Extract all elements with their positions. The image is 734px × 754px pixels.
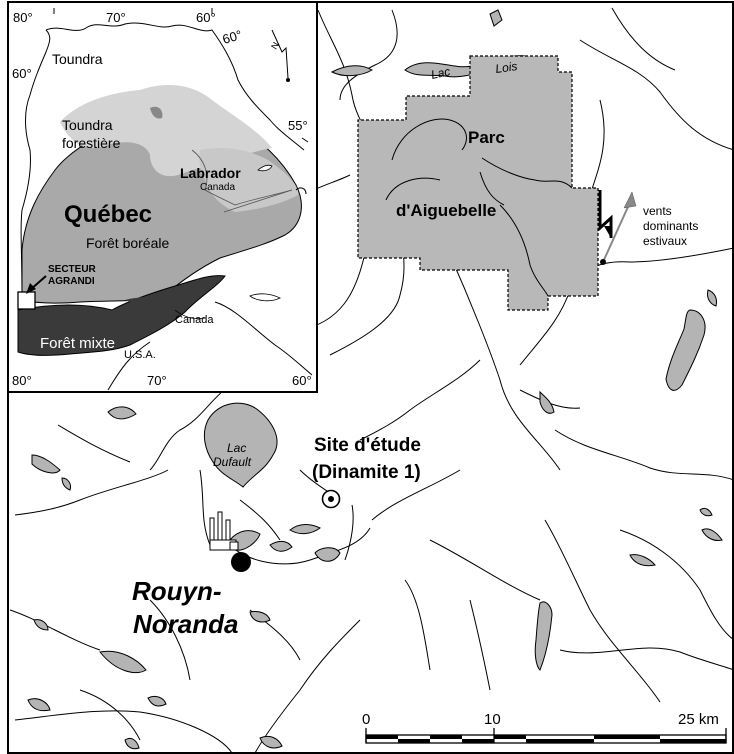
study-site-marker (321, 489, 341, 509)
wind-label-line2: dominants (643, 219, 698, 233)
inset-lon-80-top: 80° (13, 10, 33, 25)
inset-lon-80-bottom: 80° (12, 373, 32, 388)
lake-lois-word1: Lac (430, 64, 452, 82)
inset-label-forest-tundra-1: Toundra (62, 117, 113, 133)
inset-lon-70-bottom: 70° (147, 373, 167, 388)
inset-lon-70-top: 70° (106, 10, 126, 25)
wind-label-line3: estivaux (643, 234, 687, 248)
park-boundary (357, 55, 599, 311)
inset-sector-box (17, 291, 36, 310)
lake-lois-label: Lac Lois (430, 59, 519, 82)
site-label-line1: Site d'étude (314, 435, 421, 456)
wind-label-line1: vents (643, 204, 672, 218)
city-dot (231, 552, 251, 572)
inset-label-canada: Canada (175, 314, 214, 326)
scale-bar: 0 10 25 km (362, 711, 727, 744)
inset-north-letter: N (269, 40, 281, 51)
scale-tick-10: 10 (484, 711, 501, 728)
lake-dufault-word2: Dufault (213, 455, 252, 469)
lake-dufault-word1: Lac (227, 441, 246, 455)
park-rivers (385, 118, 573, 297)
park-name-line1: Parc (468, 128, 505, 147)
inset-label-mixed-forest: Forêt mixte (40, 335, 115, 352)
inset-label-forest-tundra-2: forestière (62, 135, 121, 151)
inset-mixed-forest-zone (17, 275, 226, 356)
scale-tick-25: 25 km (678, 711, 719, 728)
inset-label-labrador: Labrador (180, 165, 241, 181)
inset-lon-60-top: 60° (196, 10, 216, 25)
inset-label-tundra: Toundra (52, 51, 103, 67)
scale-tick-0: 0 (362, 711, 370, 728)
wind-arrow-icon (600, 191, 637, 265)
inset-lat-55: 55° (288, 118, 308, 133)
inset-label-labrador-country: Canada (200, 182, 235, 193)
wind-label: vents dominants estivaux (643, 204, 698, 248)
city-name-line1: Rouyn- (132, 576, 222, 606)
inset-sector-label-line1: SECTEUR (48, 264, 97, 275)
inset-sector-label-line2: AGRANDI (48, 276, 95, 287)
inset-label-usa: U.S.A. (124, 349, 156, 361)
inset-sector-arrow-icon (26, 275, 47, 294)
city-name-line2: Noranda (133, 609, 238, 639)
inset-map: 80° 70° 60° 60° 60° 55° 80° 70° 60° Toun… (7, 1, 318, 393)
site-label-line2: (Dinamite 1) (312, 462, 421, 483)
city-icon (209, 511, 239, 551)
park-name-line2: d'Aiguebelle (396, 201, 496, 220)
inset-north-arrow-icon: N (269, 29, 290, 82)
north-arrow-icon (598, 190, 613, 238)
inset-lon-60-diag: 60° (221, 27, 244, 47)
lake-lois-word2: Lois (494, 59, 518, 76)
inset-lon-60-bottom: 60° (292, 373, 312, 388)
inset-lat-60: 60° (12, 66, 32, 81)
inset-label-boreal: Forêt boréale (86, 235, 169, 251)
inset-label-province: Québec (64, 201, 152, 228)
